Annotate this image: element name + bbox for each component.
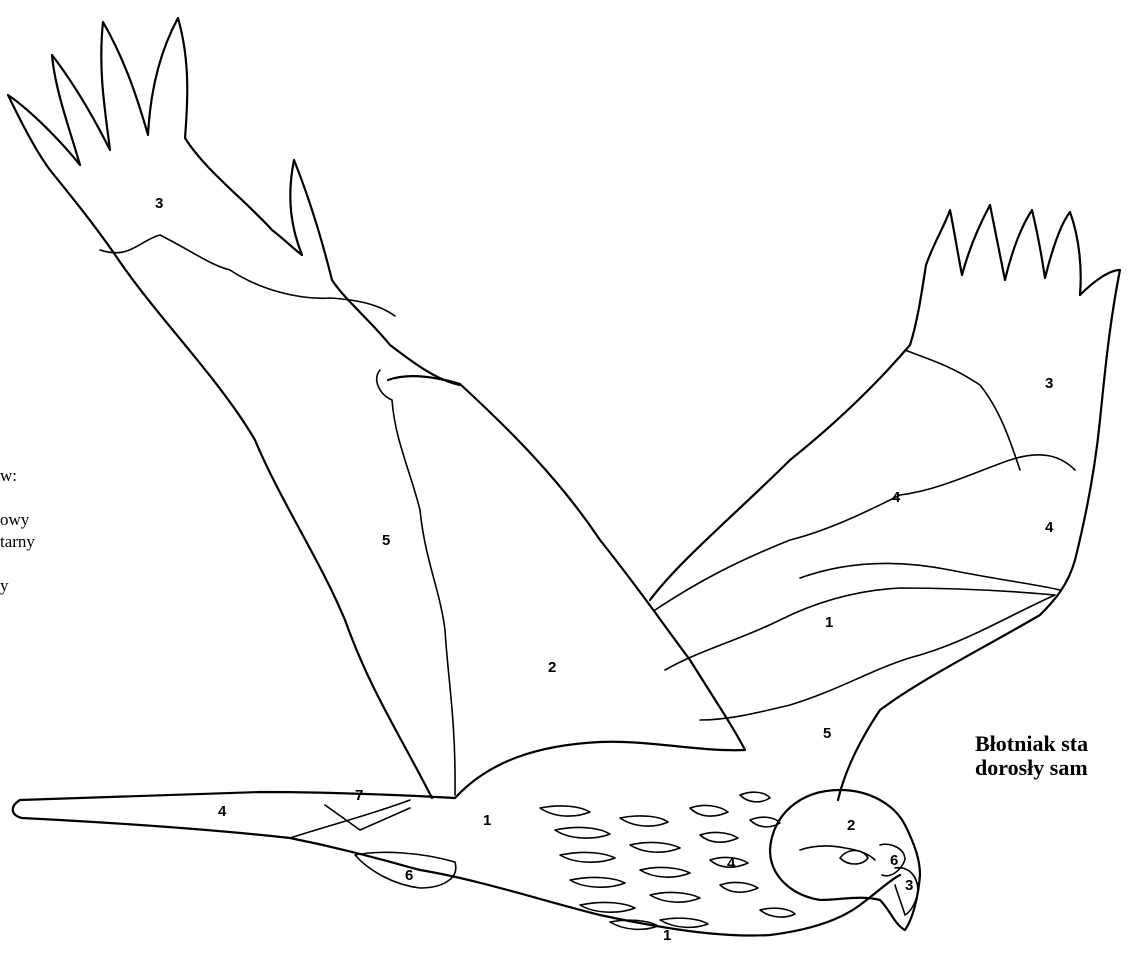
region-label-cere: 6 (890, 852, 898, 869)
body-outline (420, 870, 900, 936)
legend-line (0, 553, 170, 575)
rump-region (325, 805, 410, 830)
eye-ring (840, 851, 868, 865)
right-wing-band-1 (905, 350, 1020, 470)
region-label-tail: 4 (218, 803, 227, 820)
color-legend: w: owy tarny y (0, 465, 170, 597)
region-label-beak: 3 (905, 877, 913, 894)
region-label-head: 2 (847, 817, 855, 834)
region-label-left-wing-inner: 5 (382, 532, 390, 549)
region-label-right-wing-mid: 4 (892, 489, 901, 506)
region-label-left-wingtip: 3 (155, 195, 163, 212)
region-label-undertail: 6 (405, 867, 413, 884)
legend-line (0, 487, 170, 509)
right-wing-band-3 (800, 563, 1060, 590)
legend-line: tarny (0, 531, 170, 553)
region-label-body: 1 (483, 812, 491, 829)
region-label-right-wing-covert: 1 (825, 614, 833, 631)
region-label-right-wingtip: 3 (1045, 375, 1053, 392)
region-label-right-wing-inner: 5 (823, 725, 831, 742)
tail-rump-divider (290, 800, 410, 838)
caption-line-2: dorosły sam (975, 756, 1088, 780)
region-label-rump: 7 (355, 787, 363, 804)
region-label-back: 2 (548, 659, 556, 676)
legend-line: y (0, 575, 170, 597)
right-wing-band-2 (655, 455, 1075, 610)
region-label-flank: 4 (727, 855, 736, 872)
caption-line-1: Błotniak sta (975, 732, 1088, 756)
region-label-right-wing-mid2: 4 (1045, 519, 1054, 536)
left-wing-inner-boundary (377, 370, 455, 795)
species-caption: Błotniak sta dorosły sam (975, 732, 1088, 780)
legend-line: w: (0, 465, 170, 487)
tail-outline (13, 792, 455, 870)
region-label-belly: 1 (663, 927, 671, 944)
legend-line: owy (0, 509, 170, 531)
right-wing-covert (665, 588, 1055, 720)
